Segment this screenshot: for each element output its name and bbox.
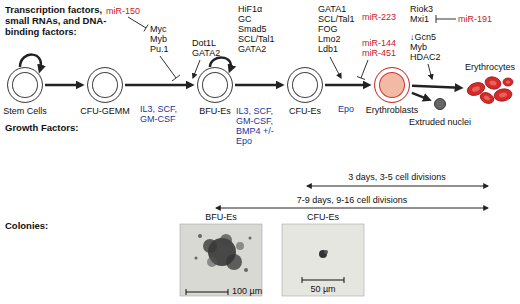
duration-label: 7-9 days, 9-16 cell divisions [297, 195, 408, 205]
cell-label: Stem Cells [3, 106, 47, 116]
photo-label: CFU-Es [307, 212, 339, 222]
cell-label: Erythroblasts [366, 105, 419, 115]
lineage-arrow [125, 84, 191, 87]
erythrocyte-center [499, 92, 508, 98]
erythrocyte-drawing [466, 74, 514, 104]
lineage-arrow [235, 84, 281, 87]
colony-photo [180, 224, 262, 296]
time-bar [307, 186, 488, 187]
lineage-arrow [412, 86, 460, 88]
section-heading: Transcription factors, small RNAs, and D… [5, 4, 123, 37]
microrna-label: miR-150 [106, 6, 140, 16]
microrna-label: miR-191 [458, 14, 492, 24]
factor-list: HiF1α GC Smad5 SCL/Tal1 GATA2 [238, 4, 298, 54]
cell-node: Erythroblasts [374, 67, 410, 103]
cell-label: CFU-GEMM [80, 106, 130, 116]
erythrocyte [493, 88, 513, 103]
microrna-label: miR-223 [362, 12, 396, 22]
section-heading: Colonies: [5, 220, 48, 231]
factor-list: Riok3 Mxi1 [410, 4, 454, 24]
scale-label: 100 µm [232, 286, 262, 296]
lineage-arrow [45, 84, 81, 87]
erythrocyte [479, 91, 496, 104]
factor-list: ↓Gcn5 Myb HDAC2 [410, 32, 466, 62]
duration-label: 3 days, 3-5 cell divisions [348, 172, 446, 182]
growth-factor-label: Epo [338, 104, 354, 114]
section-heading: Growth Factors: [5, 122, 78, 133]
cell-label: Erythrocytes [465, 62, 515, 72]
erythrocyte-center [489, 80, 497, 86]
erythrocyte [503, 78, 513, 86]
time-bar [216, 208, 488, 209]
erythrocyte-center [506, 80, 511, 83]
lineage-arrow [412, 93, 429, 100]
erythrocyte-cluster: Erythrocytes [466, 74, 514, 104]
scale-label: 50 µm [310, 284, 335, 294]
cell-label: BFU-Es [199, 106, 231, 116]
growth-factor-label: IL3, SCF, GM-CSF [140, 104, 182, 124]
cell-node: CFU-Es [287, 67, 323, 103]
factor-list: Dot1L GATA2 [192, 38, 236, 58]
cell-node: Stem Cells [7, 67, 43, 103]
colony-photo [282, 224, 364, 296]
photo-label: BFU-Es [205, 212, 237, 222]
erythrocyte-center [471, 85, 480, 92]
cell-node: CFU-GEMM [87, 67, 123, 103]
growth-factor-label: IL3, SCF, GM-CSF, BMP4 +/-Epo [236, 106, 278, 146]
nucleus-dot: Extruded nuclei [434, 98, 446, 110]
cell-node: BFU-Es [197, 67, 233, 103]
cell-label: Extruded nuclei [409, 117, 471, 127]
erythrocyte [484, 75, 503, 91]
cell-label: CFU-Es [289, 106, 321, 116]
erythrocyte-center [483, 95, 490, 101]
lineage-arrow [325, 84, 368, 87]
